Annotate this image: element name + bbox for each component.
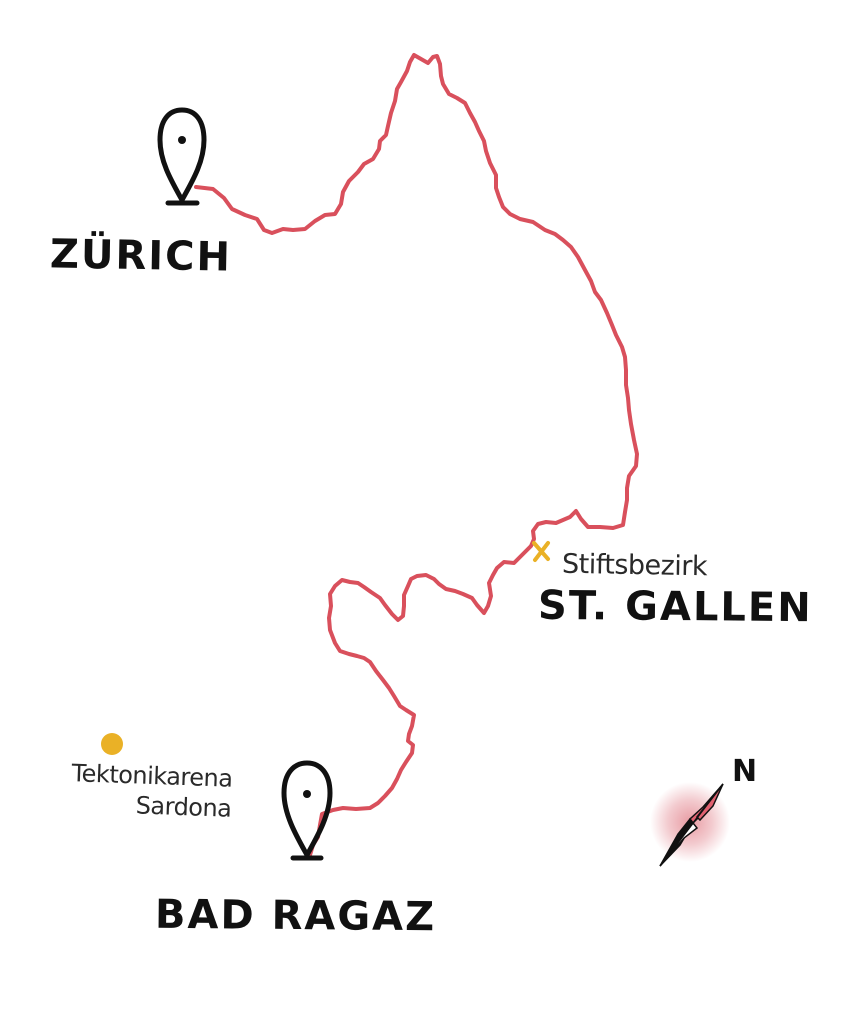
bad-ragaz-pin-icon xyxy=(281,760,333,861)
zurich-pin-icon xyxy=(157,107,207,206)
tektonikarena-dot-marker-icon xyxy=(101,733,123,755)
poi-label-tektonikarena: Tektonikarena Sardona xyxy=(17,756,233,823)
stiftsbezirk-cross-marker-icon xyxy=(532,541,550,562)
city-label-st-gallen: ST. GALLEN xyxy=(537,582,813,632)
poi-label-stiftsbezirk: Stiftsbezirk xyxy=(561,548,708,583)
city-label-zurich: ZÜRICH xyxy=(49,231,233,281)
city-label-bad-ragaz: BAD RAGAZ xyxy=(154,891,437,941)
compass-needle-icon xyxy=(650,782,730,867)
route-line xyxy=(194,53,639,857)
compass-north-label: N xyxy=(732,754,758,789)
